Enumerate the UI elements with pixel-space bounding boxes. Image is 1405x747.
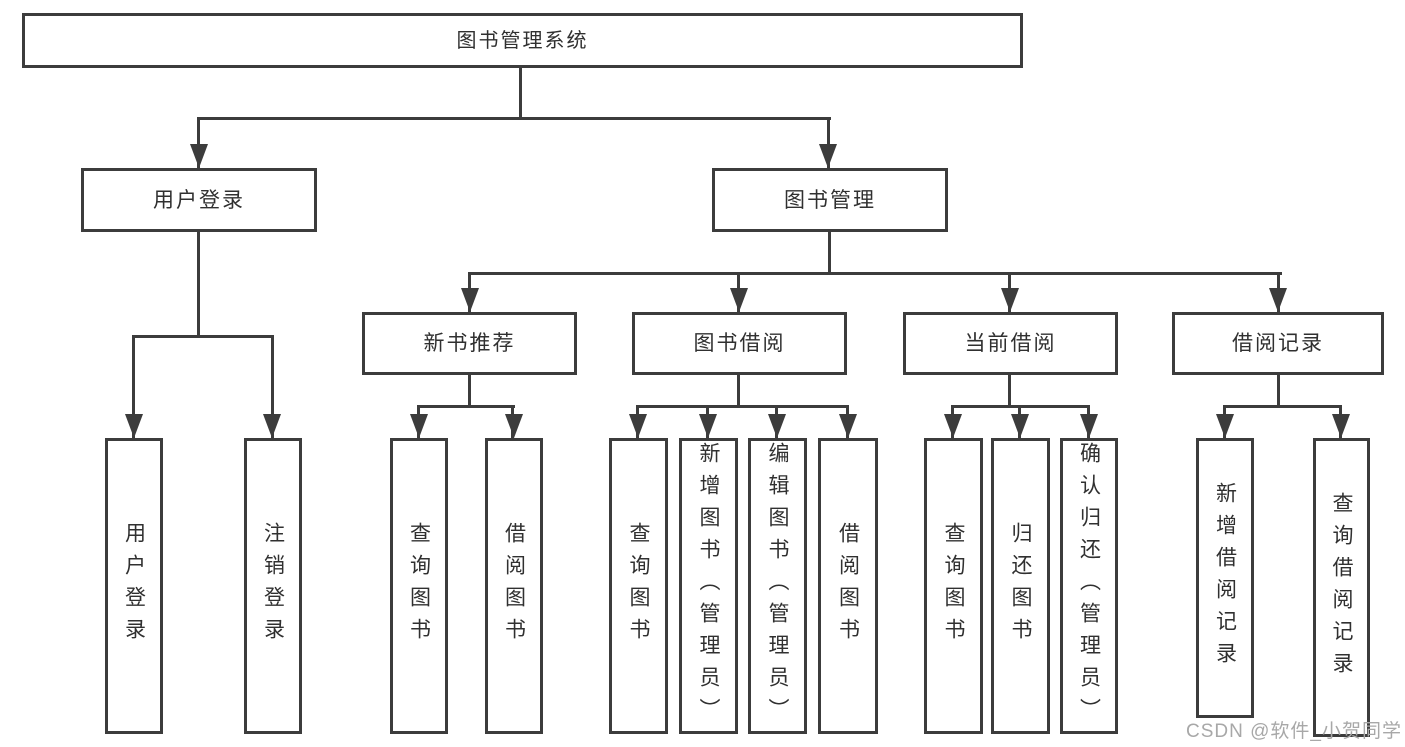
- node-borrow-edit-books-admin: 编辑图书（管理员）: [748, 438, 807, 734]
- connector-user-login-stem: [197, 232, 200, 338]
- arrow-down-icon: [125, 414, 143, 438]
- node-records-query-borrow-record: 查询借阅记录: [1313, 438, 1370, 737]
- node-rec-borrow-books: 借阅图书: [485, 438, 543, 734]
- arrow-down-icon: [819, 144, 837, 168]
- node-leaf-logout: 注销登录: [244, 438, 302, 734]
- watermark: CSDN @软件_小贺同学: [1186, 721, 1402, 742]
- node-borrow-borrow-books: 借阅图书: [818, 438, 878, 734]
- connector-drop-book-management: [827, 117, 830, 168]
- connector-book-borrowing-stem: [737, 375, 740, 408]
- node-library-management-system: 图书管理系统: [22, 13, 1023, 68]
- arrow-down-icon: [1269, 288, 1287, 312]
- node-user-login: 用户登录: [81, 168, 317, 232]
- node-current-return-books: 归还图书: [991, 438, 1050, 734]
- connector-root-split: [197, 117, 831, 120]
- connector-drop-leaf-login: [132, 335, 135, 438]
- node-records-add-borrow-record: 新增借阅记录: [1196, 438, 1254, 718]
- connector-drop-leaf-logout: [271, 335, 274, 438]
- arrow-down-icon: [1001, 288, 1019, 312]
- arrow-down-icon: [1216, 414, 1234, 438]
- node-leaf-user-login: 用户登录: [105, 438, 163, 734]
- connector-borrowing-records-stem: [1277, 375, 1280, 408]
- connector-current-borrowing-stem: [1008, 375, 1011, 408]
- arrow-down-icon: [699, 414, 717, 438]
- connector-user-login-split: [132, 335, 274, 338]
- node-borrowing-records: 借阅记录: [1172, 312, 1384, 375]
- connector-new-book-rec-split: [417, 405, 515, 408]
- node-book-borrowing: 图书借阅: [632, 312, 847, 375]
- arrow-down-icon: [1011, 414, 1029, 438]
- node-book-management: 图书管理: [712, 168, 948, 232]
- arrow-down-icon: [461, 288, 479, 312]
- arrow-down-icon: [768, 414, 786, 438]
- connector-book-management-stem: [828, 232, 831, 275]
- arrow-down-icon: [629, 414, 647, 438]
- connector-book-management-split: [468, 272, 1282, 275]
- arrow-down-icon: [505, 414, 523, 438]
- arrow-down-icon: [944, 414, 962, 438]
- connector-borrowing-records-split: [1223, 405, 1342, 408]
- arrow-down-icon: [1332, 414, 1350, 438]
- node-new-book-recommendation: 新书推荐: [362, 312, 577, 375]
- connector-root-stem: [519, 67, 522, 118]
- arrow-down-icon: [263, 414, 281, 438]
- node-borrow-query-books: 查询图书: [609, 438, 668, 734]
- arrow-down-icon: [730, 288, 748, 312]
- node-current-borrowing: 当前借阅: [903, 312, 1118, 375]
- arrow-down-icon: [410, 414, 428, 438]
- arrow-down-icon: [839, 414, 857, 438]
- arrow-down-icon: [1080, 414, 1098, 438]
- connector-drop-user-login: [197, 117, 200, 168]
- node-current-confirm-return-admin: 确认归还（管理员）: [1060, 438, 1118, 734]
- node-rec-query-books: 查询图书: [390, 438, 448, 734]
- node-borrow-add-books-admin: 新增图书（管理员）: [679, 438, 738, 734]
- arrow-down-icon: [190, 144, 208, 168]
- node-current-query-books: 查询图书: [924, 438, 983, 734]
- connector-new-book-rec-stem: [468, 375, 471, 408]
- connector-book-borrowing-split: [636, 405, 849, 408]
